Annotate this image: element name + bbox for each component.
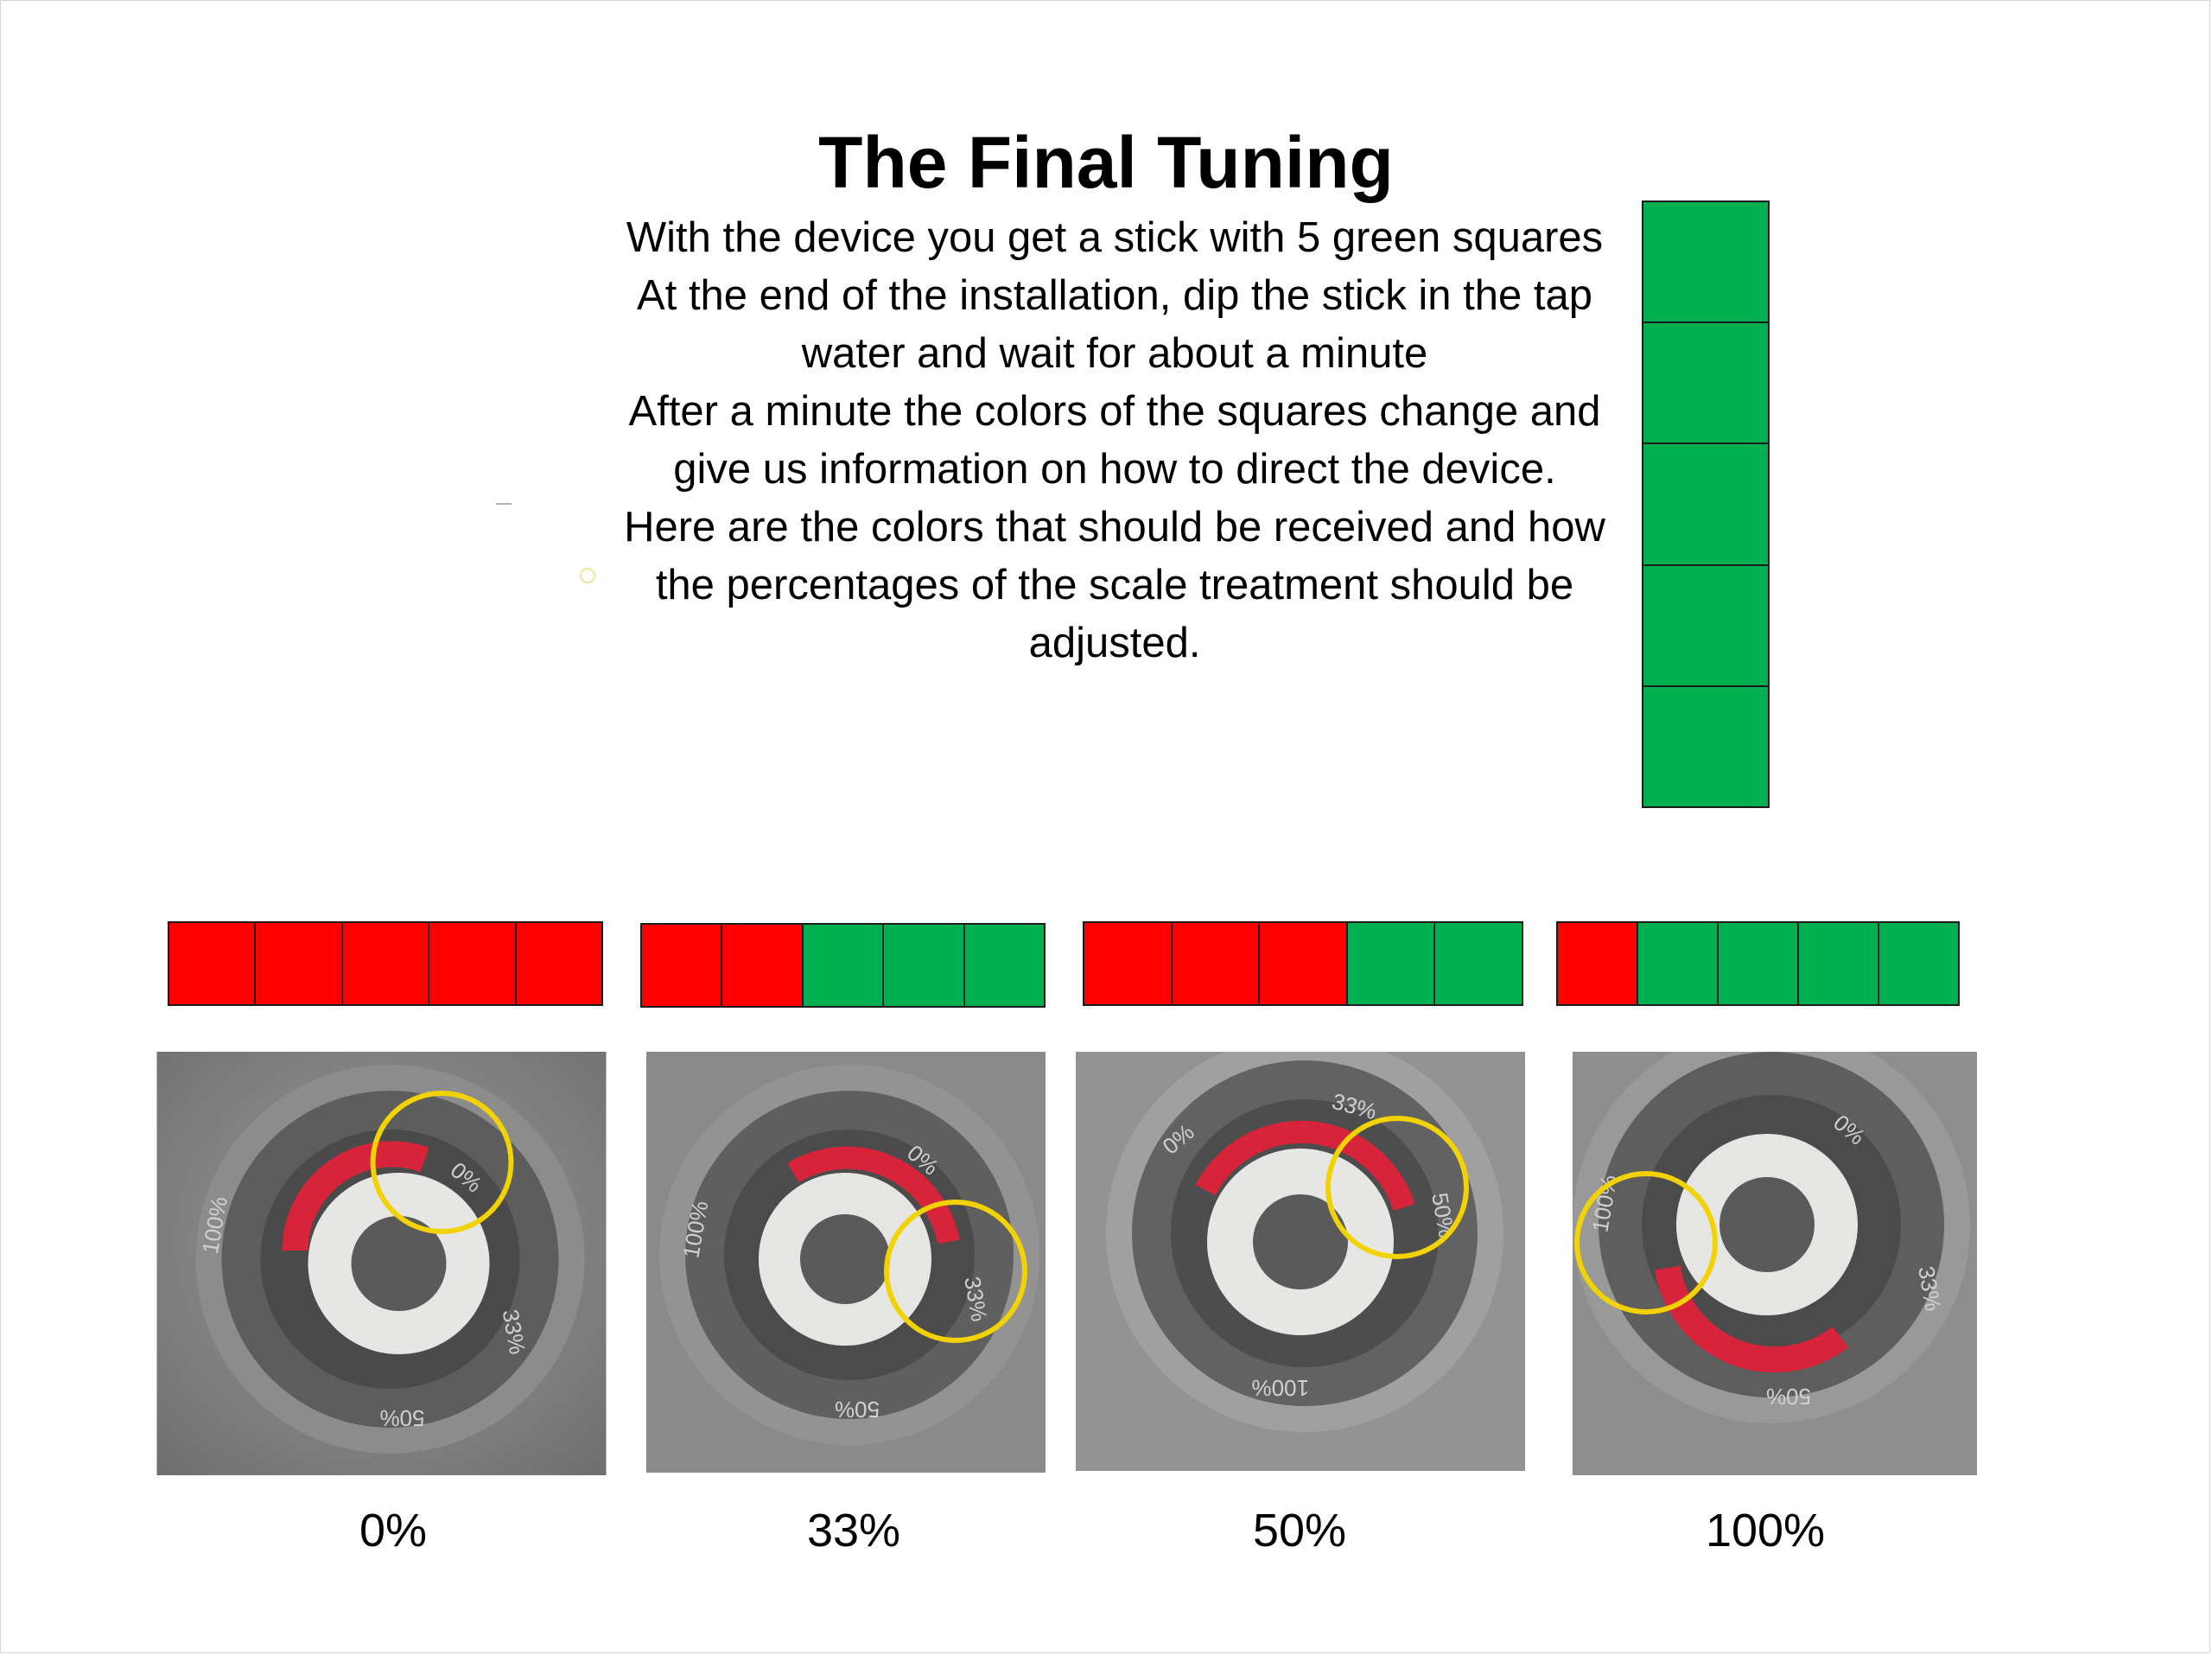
- dial-photo-33: 0% 100% 33% 50%: [646, 1052, 1046, 1473]
- dial-scale-label: 50%: [379, 1405, 424, 1431]
- stray-mark: [496, 503, 512, 505]
- intro-line: After a minute the colors of the squares…: [628, 388, 1601, 493]
- stick-square: [429, 923, 517, 1004]
- stick-square: [642, 925, 723, 1006]
- stick-square: [1260, 923, 1348, 1004]
- stick-square: [1435, 923, 1522, 1004]
- setting-label: 0%: [359, 1505, 428, 1556]
- stick-square: [1643, 323, 1768, 445]
- setting-label: 50%: [1252, 1505, 1347, 1556]
- stick-square: [803, 925, 885, 1006]
- setting-label: 33%: [806, 1505, 901, 1556]
- intro-text: With the device you get a stick with 5 g…: [605, 209, 1624, 672]
- stick-square: [884, 925, 965, 1006]
- intro-line: With the device you get a stick with 5 g…: [626, 214, 1604, 261]
- stick-square: [1347, 923, 1436, 1004]
- stick-square: [1719, 923, 1799, 1004]
- stick-square: [516, 923, 602, 1004]
- dial-illustration: 0% 100% 33% 50%: [646, 1052, 1046, 1473]
- result-stick-50: [1083, 921, 1523, 1006]
- stick-square: [1172, 923, 1261, 1004]
- stick-square: [342, 923, 430, 1004]
- result-stick-33: [640, 923, 1046, 1008]
- stick-square: [1084, 923, 1173, 1004]
- stick-square: [256, 923, 343, 1004]
- stray-circle-mark: [580, 568, 595, 583]
- stick-square: [1879, 923, 1958, 1004]
- marker-circle: [884, 1200, 1027, 1343]
- stick-square: [1643, 202, 1768, 324]
- stick-square: [169, 923, 257, 1004]
- stick-square: [964, 925, 1045, 1006]
- dial-photo-100: 0% 100% 33% 50%: [1573, 1052, 1977, 1475]
- intro-line: At the end of the installation, dip the …: [637, 272, 1592, 377]
- stick-square: [1643, 444, 1768, 566]
- reference-test-stick: [1642, 201, 1770, 808]
- intro-line: Here are the colors that should be recei…: [624, 504, 1605, 666]
- dial-illustration: 33% 0% 50% 100%: [1076, 1052, 1525, 1471]
- stick-square: [722, 925, 804, 1006]
- result-stick-0: [168, 921, 603, 1006]
- result-stick-100: [1556, 921, 1960, 1006]
- dial-illustration: 0% 100% 33% 50%: [156, 1052, 607, 1475]
- dial-photo-50: 33% 0% 50% 100%: [1076, 1052, 1525, 1471]
- stick-square: [1799, 923, 1879, 1004]
- setting-label: 100%: [1705, 1505, 1826, 1556]
- marker-circle: [1325, 1116, 1469, 1259]
- dial-scale-label: 50%: [1766, 1384, 1811, 1410]
- dial-scale-label: 100%: [1252, 1375, 1310, 1401]
- dial-photo-0: 0% 100% 33% 50%: [156, 1052, 607, 1475]
- marker-circle: [1574, 1171, 1718, 1314]
- stick-square: [1643, 686, 1768, 807]
- dial-illustration: 0% 100% 33% 50%: [1573, 1052, 1977, 1475]
- dial-scale-label: 50%: [835, 1397, 880, 1423]
- stick-square: [1638, 923, 1719, 1004]
- marker-circle: [370, 1091, 514, 1234]
- stick-square: [1558, 923, 1638, 1004]
- stick-square: [1643, 565, 1768, 687]
- page-title: The Final Tuning: [818, 122, 1394, 203]
